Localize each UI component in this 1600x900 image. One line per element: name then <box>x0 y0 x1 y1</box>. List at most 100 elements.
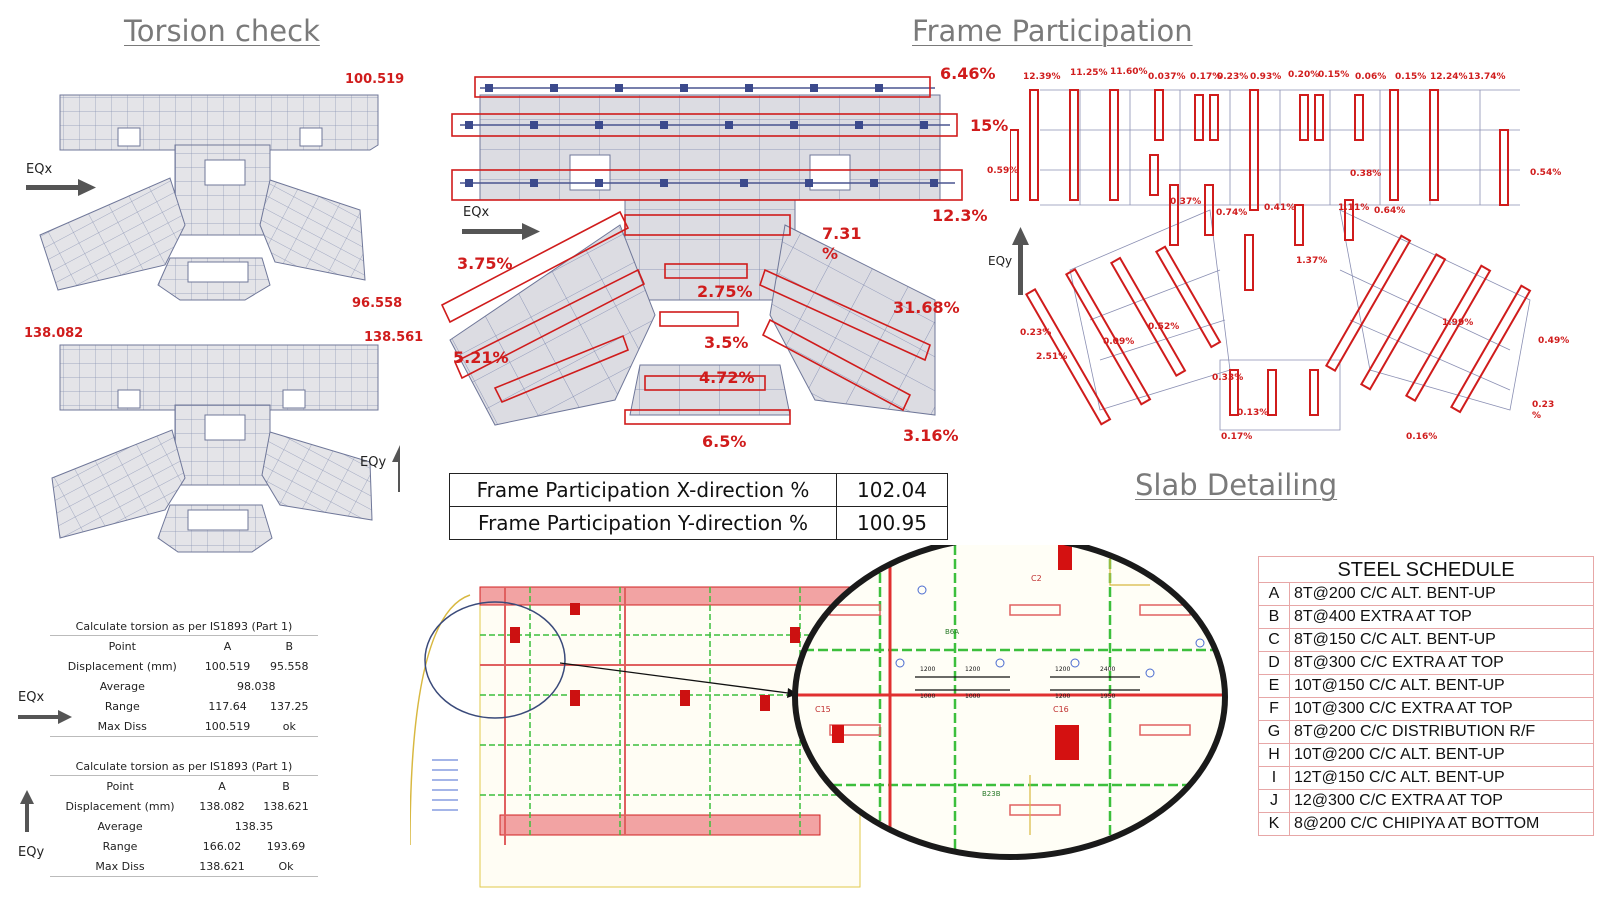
table-cell: 138.621 <box>190 856 255 877</box>
table-cell: 98.038 <box>237 679 276 693</box>
slab-dimension: 1200 <box>1055 666 1071 673</box>
torsion-plan-eqx <box>39 94 379 301</box>
table-cell: 95.558 <box>270 659 309 673</box>
frame-y-pct: 0.15% <box>1395 72 1427 82</box>
slab-dimension: 1200 <box>1055 693 1071 700</box>
frame-y-pct: 0.59% <box>987 166 1019 176</box>
table-cell: 138.621 <box>263 799 309 813</box>
frame-y-eq-label: EQy <box>988 254 1013 268</box>
frame-participation-title: Frame Participation <box>912 14 1193 48</box>
frame-y-plan <box>1010 89 1532 431</box>
frame-y-pct: 13.74% <box>1468 72 1506 82</box>
slab-dimension: 1200 <box>920 666 936 673</box>
frame-y-pct: 0.06% <box>1355 72 1387 82</box>
steel-spec: 8T@200 C/C DISTRIBUTION R/F <box>1289 720 1594 744</box>
table-cell: A <box>190 775 255 796</box>
fp-x-label: Frame Participation X-direction % <box>449 473 837 507</box>
slab-plan <box>410 586 861 888</box>
table-cell: Displacement (mm) <box>65 799 175 813</box>
slab-detail-zoom <box>792 545 1228 860</box>
slab-dimension: 2400 <box>1100 666 1116 673</box>
table-cell: Average <box>99 679 145 693</box>
table-cell: 137.25 <box>270 699 309 713</box>
frame-y-pct: 0.64% <box>1374 206 1406 216</box>
steel-spec: 8T@200 C/C ALT. BENT-UP <box>1289 582 1594 606</box>
steel-schedule-title: STEEL SCHEDULE <box>1258 556 1594 582</box>
table-cell: Point <box>50 775 191 796</box>
steel-key: I <box>1258 766 1290 790</box>
table-cell: Max Diss <box>50 716 195 737</box>
frame-y-pct: 1.11% <box>1338 203 1370 213</box>
table-cell: Range <box>102 839 138 853</box>
slab-drawing <box>410 545 1228 888</box>
eqy-arrow-icon <box>392 445 400 492</box>
frame-y-pct: 0.037% <box>1148 72 1186 82</box>
frame-x-eq-label: EQx <box>463 205 490 220</box>
frame-x-pct: 7.31 <box>822 224 862 243</box>
frame-y-pct: 1.99% <box>1442 318 1474 328</box>
steel-spec: 10T@300 C/C EXTRA AT TOP <box>1289 697 1594 721</box>
eqx-table-arrow-icon <box>18 710 72 724</box>
torsion-table-eqy-caption: Calculate torsion as per IS1893 (Part 1) <box>75 760 293 773</box>
torsion-value-b-eqx: 96.558 <box>352 296 403 311</box>
torsion-plans <box>26 94 400 553</box>
frame-y-pct: 0.37% <box>1170 197 1202 207</box>
steel-spec: 10T@150 C/C ALT. BENT-UP <box>1289 674 1594 698</box>
fp-x-value: 102.04 <box>836 473 948 507</box>
steel-key: G <box>1258 720 1290 744</box>
slab-detailing-title: Slab Detailing <box>1135 468 1338 502</box>
table-cell: 138.35 <box>234 819 274 833</box>
frame-y-pct: 0.38% <box>1350 169 1382 179</box>
steel-key: J <box>1258 789 1290 813</box>
frame-eqy-arrow-icon <box>1012 227 1029 295</box>
frame-x-pct: 3.75% <box>457 254 513 273</box>
slab-mark: B6A <box>945 628 960 636</box>
frame-y-pct: 0.16% <box>1406 432 1438 442</box>
table-cell: 166.02 <box>202 839 242 853</box>
frame-x-pct: 4.72% <box>699 368 755 387</box>
steel-spec: 8T@400 EXTRA AT TOP <box>1289 605 1594 629</box>
slab-column-mark: C15 <box>815 705 831 714</box>
frame-y-pct: 0.54% <box>1530 168 1562 178</box>
torsion-plan-eqy-label: EQy <box>360 455 387 470</box>
frame-y-pct: 0.52% <box>1148 322 1180 332</box>
table-cell: Displacement (mm) <box>67 659 177 673</box>
frame-x-pct: 3.5% <box>704 333 749 352</box>
frame-y-pct: % <box>1532 411 1542 421</box>
torsion-plan-eqx-label: EQx <box>26 162 53 177</box>
torsion-value-a-eqx: 100.519 <box>345 72 405 87</box>
eqy-table-arrow-icon <box>20 790 34 832</box>
frame-x-pct: 5.21% <box>453 348 509 367</box>
frame-participation-table: Frame Participation X-direction % 102.04… <box>449 473 948 540</box>
frame-y-pct: 0.93% <box>1250 72 1282 82</box>
table-cell: ok <box>260 716 318 737</box>
table-cell: 100.519 <box>204 659 251 673</box>
frame-y-pct: 0.74% <box>1216 208 1248 218</box>
frame-y-pct: 0.23% <box>1217 72 1249 82</box>
steel-key: H <box>1258 743 1290 767</box>
steel-spec: 10T@200 C/C ALT. BENT-UP <box>1289 743 1594 767</box>
steel-key: B <box>1258 605 1290 629</box>
frame-y-pct: 0.49% <box>1538 336 1570 346</box>
table-cell: 193.69 <box>266 839 306 853</box>
table-cell: Range <box>104 699 140 713</box>
frame-y-pct: 0.17% <box>1221 432 1253 442</box>
torsion-check-title: Torsion check <box>124 14 320 48</box>
table-cell: 117.64 <box>208 699 247 713</box>
frame-y-pct: 0.09% <box>1103 337 1135 347</box>
frame-y-pct: 0.13% <box>1237 408 1269 418</box>
frame-x-pct: 2.75% <box>697 282 753 301</box>
frame-y-pct: 11.25% <box>1070 68 1108 78</box>
steel-spec: 12T@150 C/C ALT. BENT-UP <box>1289 766 1594 790</box>
